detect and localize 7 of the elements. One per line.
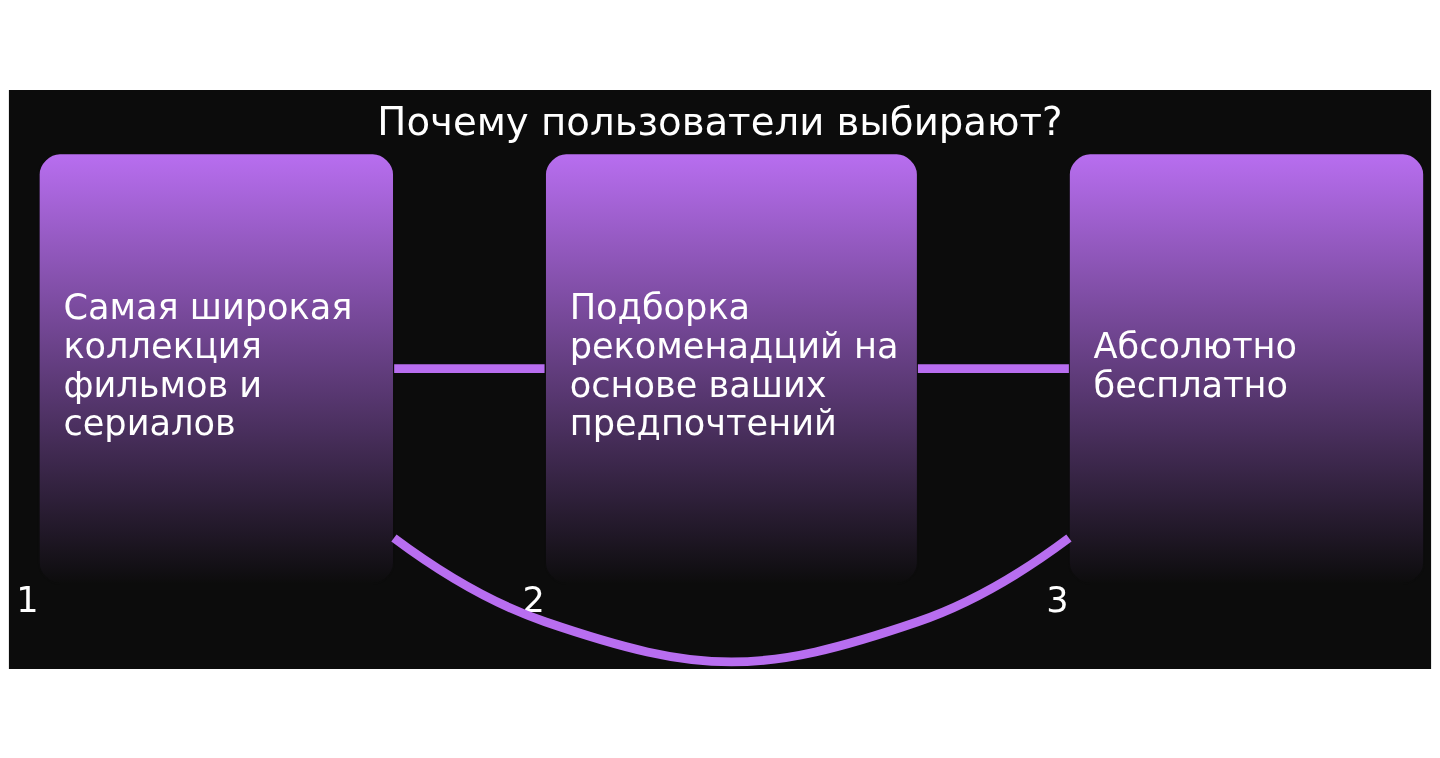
diagram-title: Почему пользователи выбирают? [377, 98, 1063, 144]
connector [917, 363, 1069, 373]
node-label: 3 [1046, 578, 1069, 620]
connector [391, 534, 1072, 666]
node-label: 2 [522, 578, 545, 620]
connector [394, 363, 545, 373]
node-label: 1 [16, 578, 39, 620]
